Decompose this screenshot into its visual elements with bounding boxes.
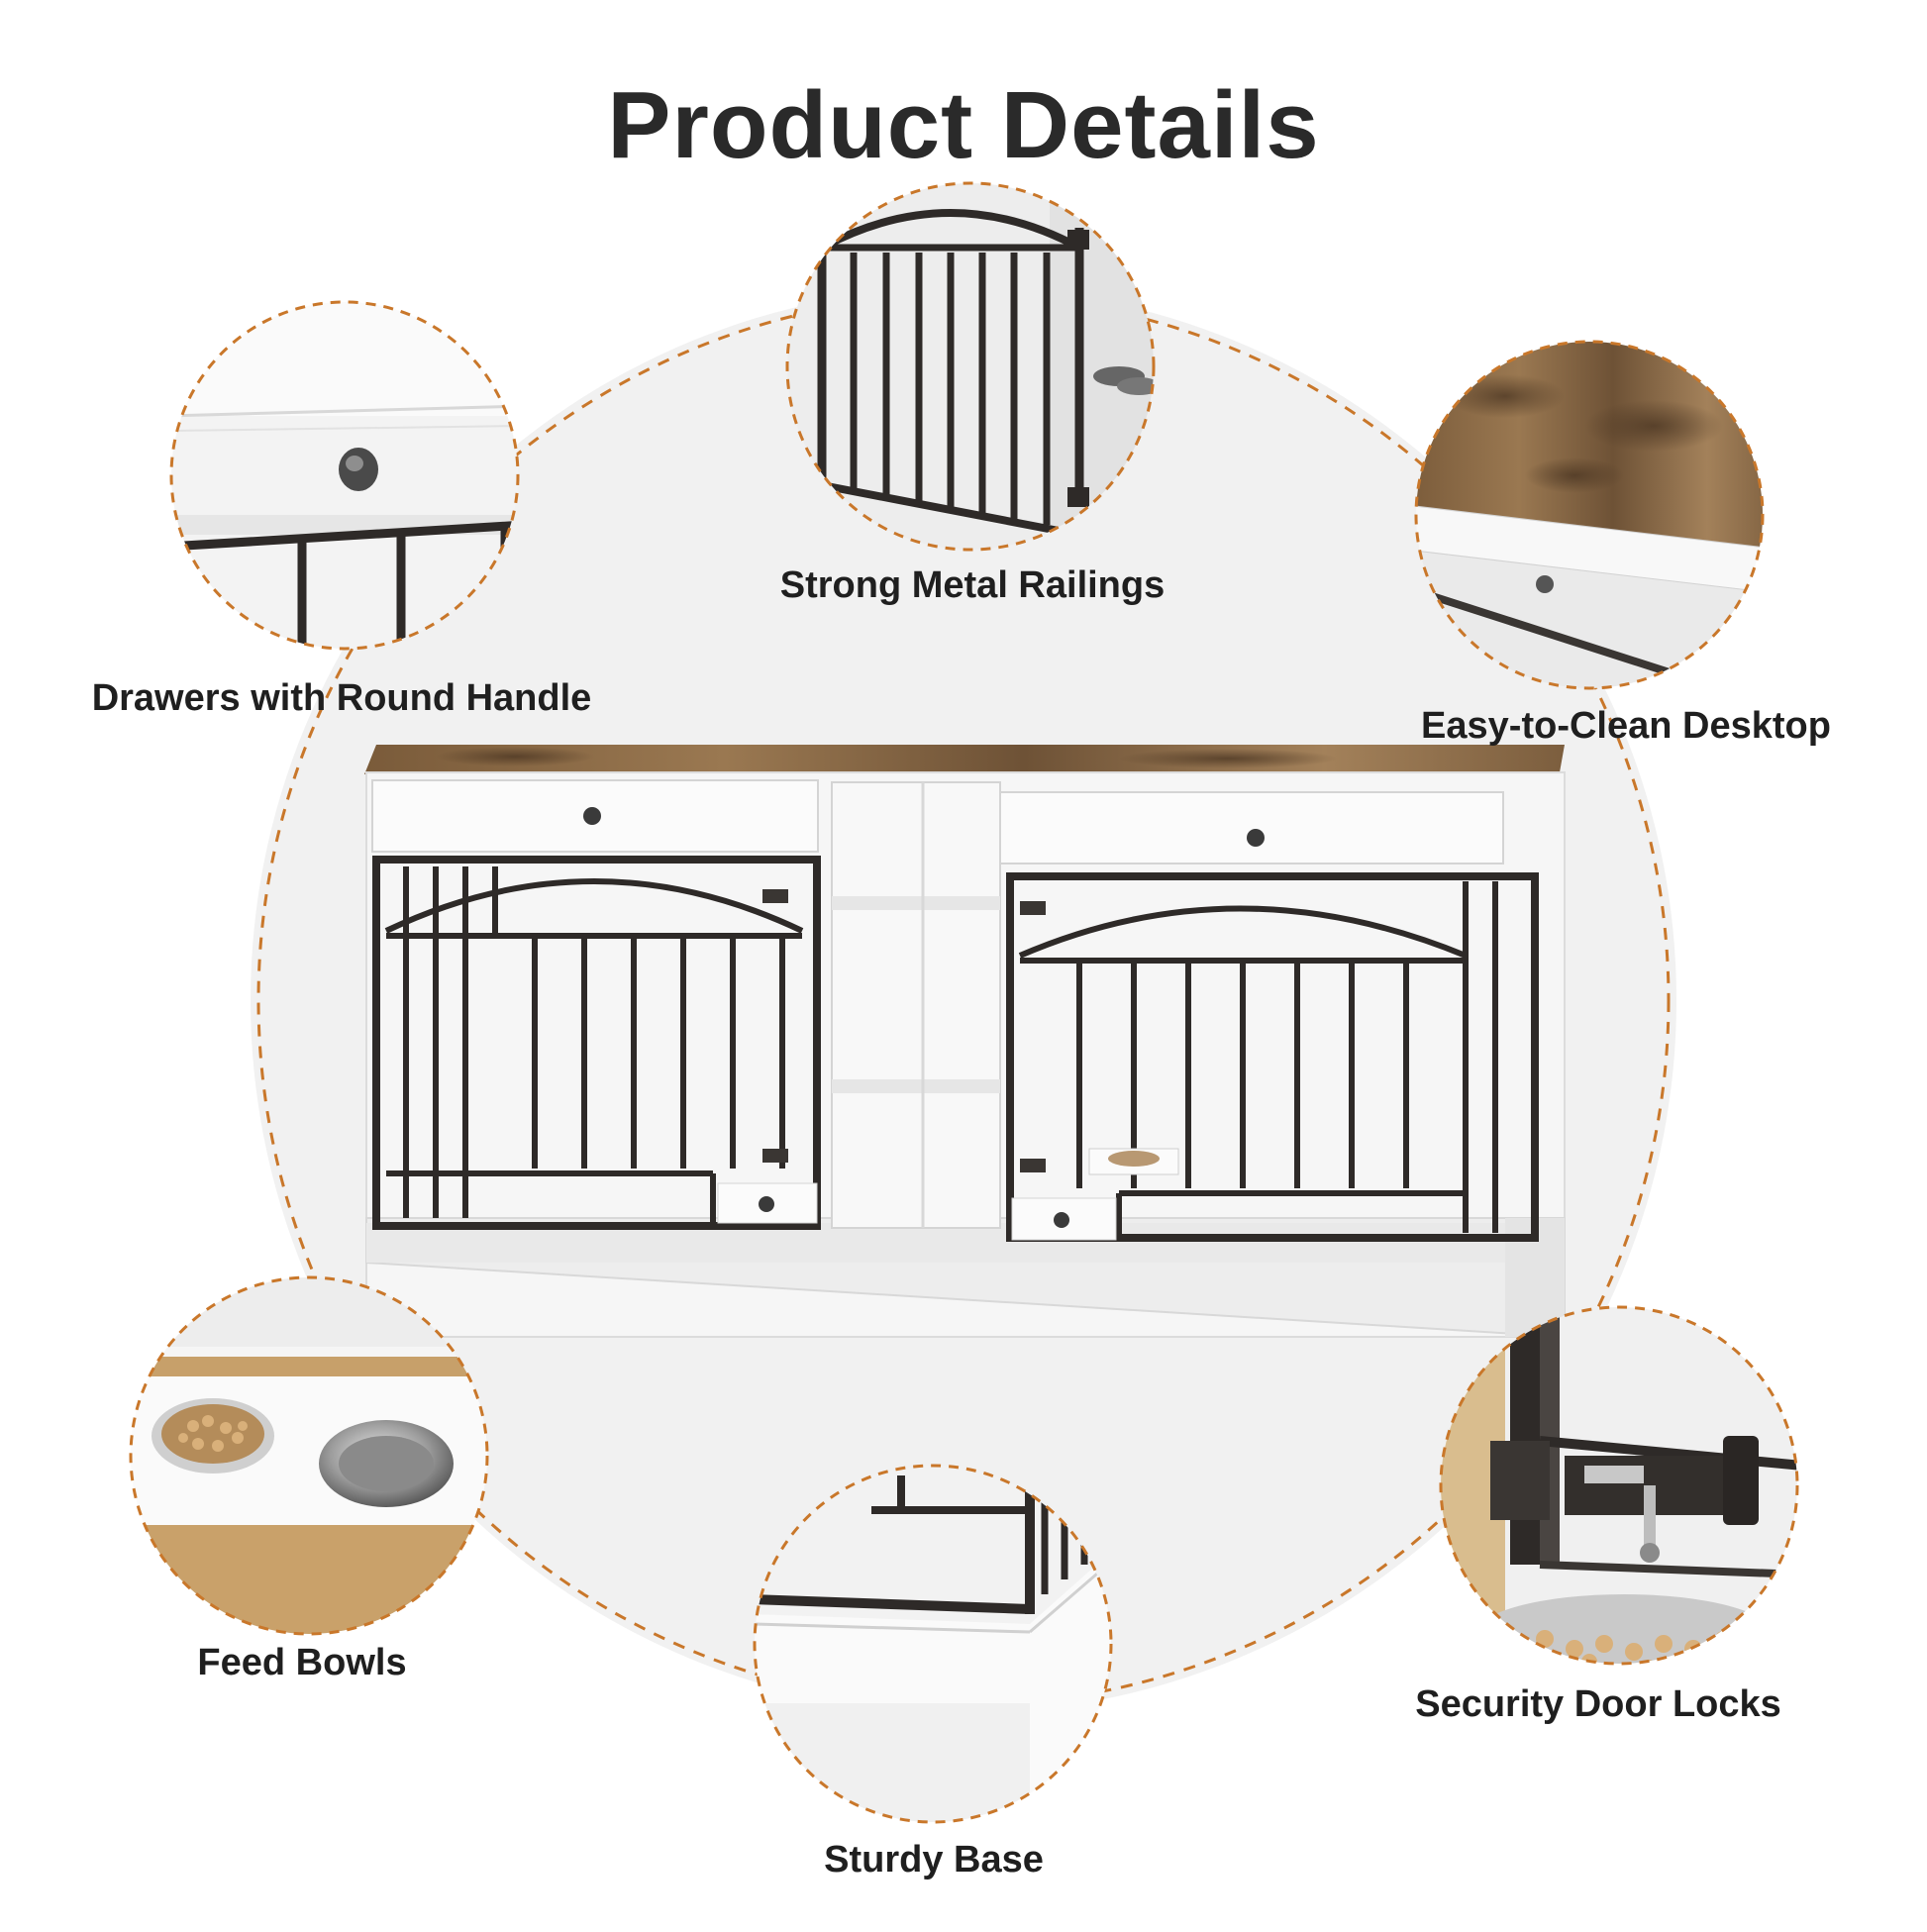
drawer-knob-icon xyxy=(583,807,601,825)
door-latch-icon xyxy=(762,1149,788,1163)
label-sturdy-base: Sturdy Base xyxy=(824,1839,1044,1881)
drawer-knob-icon xyxy=(1247,829,1265,847)
detail-drawers xyxy=(169,300,520,651)
main-cabinet-image xyxy=(364,745,1566,1339)
drawer-knob-icon xyxy=(759,1196,774,1212)
detail-locks xyxy=(1439,1305,1799,1666)
detail-base xyxy=(753,1464,1113,1824)
label-security-door-locks: Security Door Locks xyxy=(1415,1683,1781,1725)
label-strong-metal-railings: Strong Metal Railings xyxy=(779,564,1166,606)
door-latch-icon xyxy=(1020,901,1046,915)
door-latch-icon xyxy=(1490,1436,1759,1563)
left-kennel-railing xyxy=(372,856,821,1230)
door-latch-icon xyxy=(762,889,788,903)
label-drawers-with-round-handle: Drawers with Round Handle xyxy=(91,677,592,719)
page-title: Product Details xyxy=(607,72,1320,178)
door-latch-icon xyxy=(1020,1159,1046,1172)
feed-bowls-icon xyxy=(152,1398,454,1507)
drawer-knob-icon xyxy=(1054,1212,1069,1228)
round-knob-drawer-icon xyxy=(339,448,378,491)
top-drawer-right xyxy=(999,791,1504,864)
center-shelving xyxy=(831,781,1001,1229)
label-feed-bowls: Feed Bowls xyxy=(197,1642,407,1683)
label-easy-to-clean-desktop: Easy-to-Clean Desktop xyxy=(1421,705,1831,747)
